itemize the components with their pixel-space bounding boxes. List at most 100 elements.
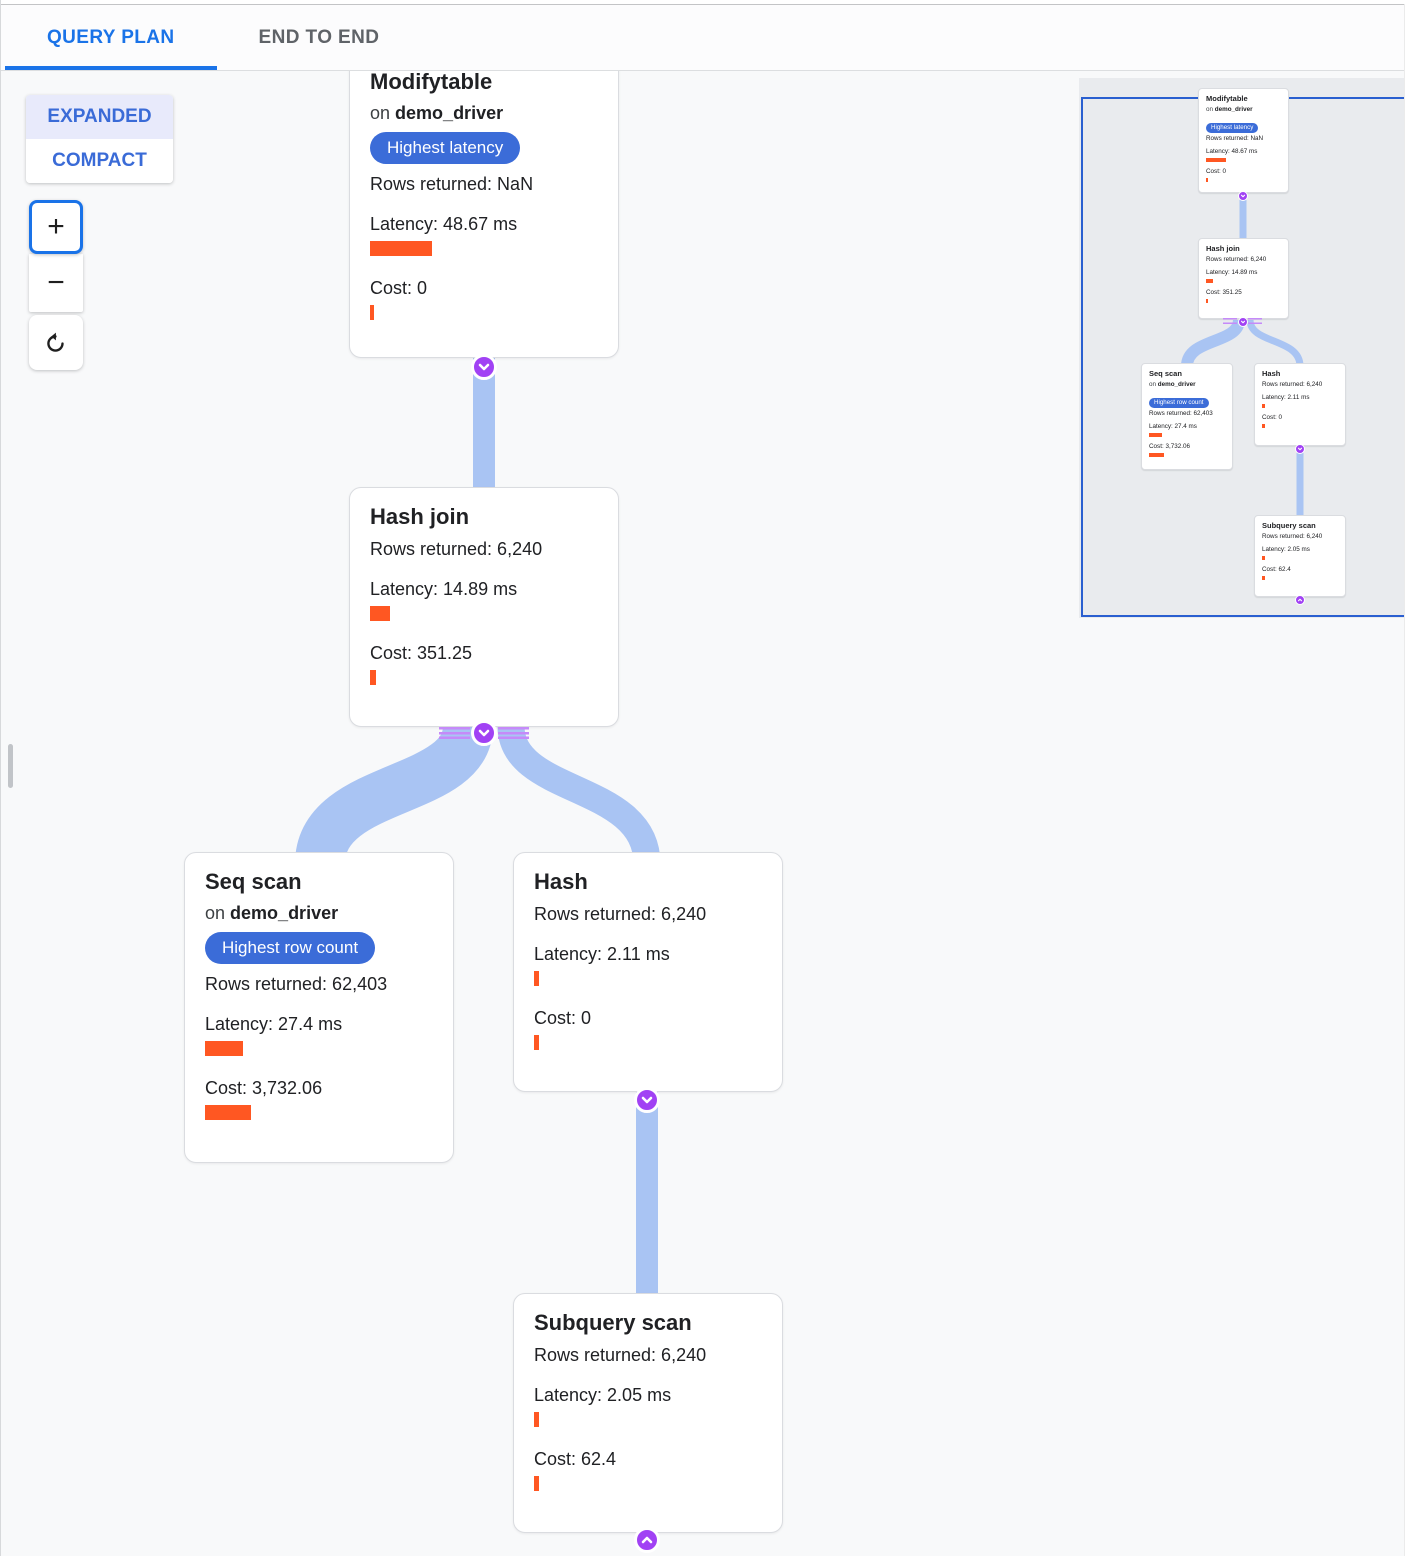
- latency-metric: Latency: 2.11 ms: [534, 943, 762, 986]
- latency-value: Latency: 14.89 ms: [370, 579, 518, 599]
- collapse-toggle-hash[interactable]: [634, 1087, 660, 1113]
- cost-bar: [205, 1105, 251, 1120]
- mini-collapse-toggle-hash: [1295, 444, 1305, 454]
- chevron-down-icon: [478, 729, 490, 737]
- node-table-name: on demo_driver: [370, 103, 504, 123]
- mini-collapse-toggle-modifytable: [1238, 191, 1248, 201]
- node-title: Hash join: [370, 504, 470, 529]
- collapse-toggle-hash-join[interactable]: [471, 720, 497, 746]
- mini-rows-returned: Rows returned: 62,403: [1149, 410, 1213, 417]
- collapse-toggle-subquery-scan[interactable]: [634, 1527, 660, 1553]
- mini-collapse-toggle-hash-join: [1238, 317, 1248, 327]
- mini-latency-bar: [1206, 157, 1227, 162]
- left-scrollbar-thumb[interactable]: [8, 744, 13, 788]
- highest-row-count-badge: Highest row count: [205, 932, 376, 964]
- zoom-in-button[interactable]: +: [29, 200, 83, 254]
- latency-bar: [370, 606, 390, 621]
- edge-hashjoin-hash: [497, 724, 661, 866]
- tab-bar: QUERY PLAN END TO END: [1, 5, 1410, 71]
- edge-hashjoin-seqscan: [295, 723, 493, 867]
- tab-query-plan-label: QUERY PLAN: [47, 27, 175, 48]
- mini-rows-returned: Rows returned: NaN: [1206, 135, 1264, 142]
- latency-metric: Latency: 14.89 ms: [370, 578, 598, 621]
- node-title: Subquery scan: [534, 1310, 692, 1335]
- highest-latency-badge: Highest latency: [370, 132, 521, 164]
- mini-collapse-stripe-right: [1248, 318, 1262, 324]
- node-title: Seq scan: [205, 869, 302, 894]
- cost-metric: Cost: 351.25: [370, 642, 598, 685]
- view-mode-toggle: EXPANDED COMPACT: [26, 95, 173, 183]
- right-scrollbar-track[interactable]: [1404, 4, 1410, 1556]
- window-top-strip: [1, 0, 1410, 5]
- latency-metric: Latency: 48.67 ms: [370, 213, 598, 256]
- rows-returned-value: Rows returned: 62,403: [205, 974, 388, 994]
- latency-value: Latency: 2.05 ms: [534, 1385, 672, 1405]
- tab-query-plan[interactable]: QUERY PLAN: [5, 5, 217, 70]
- plan-node-modifytable[interactable]: Modifytable on demo_driver Highest laten…: [349, 70, 619, 358]
- plan-node-seq-scan[interactable]: Seq scan on demo_driver Highest row coun…: [184, 852, 454, 1163]
- cost-value: Cost: 351.25: [370, 643, 473, 663]
- mini-highest-latency-badge: Highest latency: [1206, 123, 1259, 133]
- latency-metric: Latency: 27.4 ms: [205, 1013, 433, 1056]
- plan-node-hash-join[interactable]: Hash join Rows returned: 6,240 Latency: …: [349, 487, 619, 727]
- mini-node-title: Modifytable: [1206, 94, 1248, 103]
- latency-bar: [205, 1041, 243, 1056]
- chevron-up-icon: [1297, 598, 1303, 602]
- rows-returned-value: Rows returned: 6,240: [534, 1345, 707, 1365]
- cost-value: Cost: 0: [534, 1008, 592, 1028]
- mini-node-table-name: on demo_driver: [1149, 381, 1196, 388]
- mini-collapse-toggle-subquery-scan: [1295, 595, 1305, 605]
- mini-node-title: Hash join: [1206, 244, 1240, 253]
- node-title: Hash: [534, 869, 588, 894]
- tab-end-to-end[interactable]: END TO END: [217, 5, 422, 70]
- latency-metric: Latency: 2.05 ms: [534, 1384, 762, 1427]
- mini-cost: Cost: 62.4: [1262, 566, 1291, 573]
- mini-latency: Latency: 48.67 ms: [1206, 148, 1258, 155]
- mini-cost-bar: [1206, 177, 1208, 182]
- chevron-down-icon: [1297, 447, 1303, 451]
- cost-bar: [534, 1035, 539, 1050]
- mini-node-subquery-scan: Subquery scan Rows returned: 6,240 Laten…: [1254, 515, 1346, 597]
- mini-latency: Latency: 2.11 ms: [1262, 394, 1310, 401]
- plan-node-subquery-scan[interactable]: Subquery scan Rows returned: 6,240 Laten…: [513, 1293, 783, 1533]
- minimap-edges: [1181, 194, 1304, 518]
- latency-value: Latency: 48.67 ms: [370, 214, 518, 234]
- reset-zoom-icon: [47, 332, 64, 352]
- cost-value: Cost: 3,732.06: [205, 1078, 323, 1098]
- mini-cost: Cost: 351.25: [1206, 289, 1242, 296]
- rows-returned-value: Rows returned: 6,240: [534, 904, 707, 924]
- plan-edges: [295, 356, 661, 1302]
- mini-cost-bar: [1206, 298, 1208, 303]
- cost-metric: Cost: 0: [534, 1007, 762, 1050]
- chevron-down-icon: [641, 1096, 653, 1104]
- mini-latency-bar: [1206, 278, 1213, 283]
- cost-bar: [534, 1476, 539, 1491]
- cost-value: Cost: 0: [370, 278, 428, 298]
- compact-button[interactable]: COMPACT: [26, 139, 173, 183]
- mini-cost-bar: [1262, 423, 1265, 428]
- plan-node-hash[interactable]: Hash Rows returned: 6,240 Latency: 2.11 …: [513, 852, 783, 1092]
- expanded-button[interactable]: EXPANDED: [26, 95, 173, 139]
- cost-bar: [370, 670, 376, 685]
- latency-value: Latency: 2.11 ms: [534, 944, 670, 964]
- cost-metric: Cost: 3,732.06: [205, 1077, 433, 1120]
- cost-metric: Cost: 0: [370, 277, 598, 320]
- mini-node-seq-scan: Seq scan on demo_driver Highest row coun…: [1141, 363, 1233, 470]
- latency-value: Latency: 27.4 ms: [205, 1014, 343, 1034]
- rows-returned-value: Rows returned: NaN: [370, 174, 534, 194]
- mini-rows-returned: Rows returned: 6,240: [1206, 256, 1267, 263]
- latency-bar: [534, 971, 539, 986]
- rows-returned-value: Rows returned: 6,240: [370, 539, 543, 559]
- zoom-reset-button[interactable]: [29, 315, 83, 370]
- zoom-out-button[interactable]: −: [29, 254, 83, 312]
- node-table-name: on demo_driver: [205, 903, 339, 923]
- mini-cost-bar: [1262, 575, 1265, 580]
- query-plan-canvas[interactable]: Modifytable on demo_driver Highest laten…: [1, 70, 1410, 1556]
- node-title: Modifytable: [370, 70, 493, 94]
- cost-metric: Cost: 62.4: [534, 1448, 762, 1491]
- latency-bar: [370, 241, 432, 256]
- collapse-toggle-modifytable[interactable]: [471, 354, 497, 380]
- chevron-down-icon: [478, 363, 490, 371]
- mini-latency: Latency: 2.05 ms: [1262, 546, 1310, 553]
- minimap[interactable]: Modifytable on demo_driver Highest laten…: [1079, 78, 1407, 618]
